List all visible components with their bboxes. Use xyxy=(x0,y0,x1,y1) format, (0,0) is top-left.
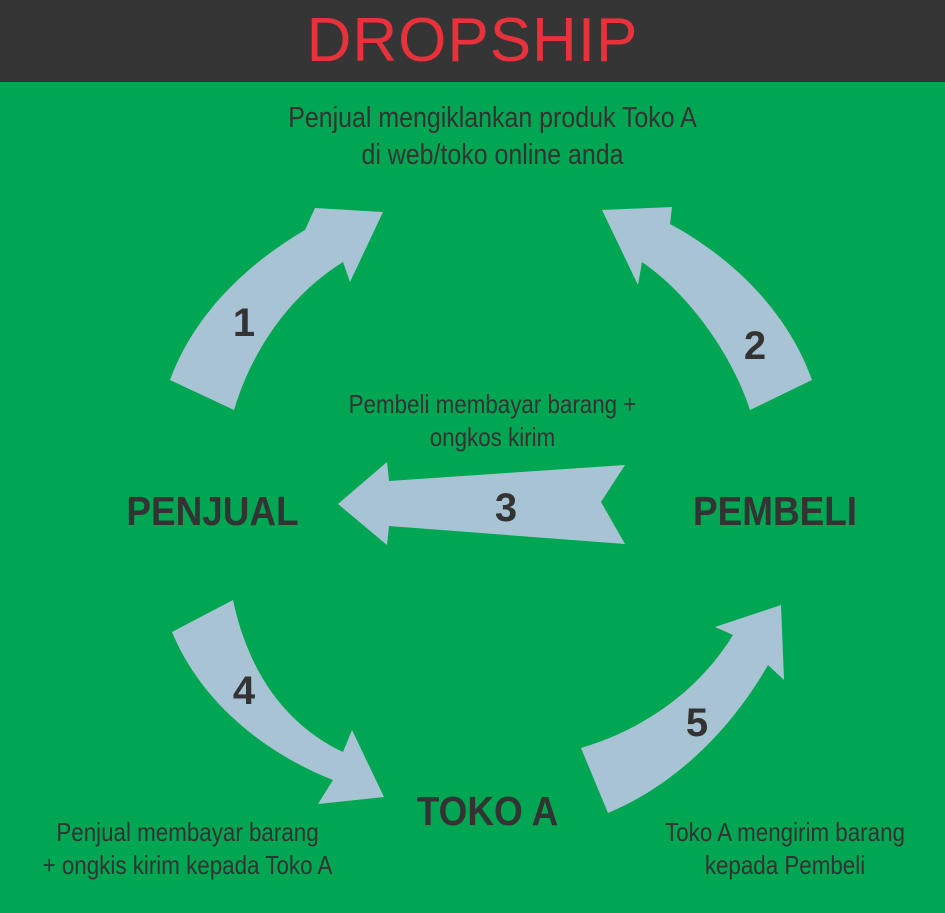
top-caption: Penjual mengiklankan produk Toko A di we… xyxy=(275,100,709,174)
top-caption-line-1: Penjual mengiklankan produk Toko A xyxy=(288,102,697,134)
step-number-5: 5 xyxy=(685,701,709,745)
arrow-step-2 xyxy=(602,207,812,410)
title-bar: DROPSHIP xyxy=(0,0,945,82)
step-number-3: 3 xyxy=(494,486,518,530)
diagram-title: DROPSHIP xyxy=(306,6,639,75)
arrow-step-1 xyxy=(170,208,383,410)
step-number-1: 1 xyxy=(232,301,256,345)
party-pembeli: PEMBELI xyxy=(692,488,858,534)
arrow-step-3 xyxy=(338,462,625,545)
step-number-4: 4 xyxy=(232,669,256,713)
bottom-left-caption-line-2: + ongkis kirim kepada Toko A xyxy=(42,850,333,880)
step-number-2: 2 xyxy=(743,324,767,368)
arrow-step-4 xyxy=(172,600,384,804)
bottom-right-caption-line-2: kepada Pembeli xyxy=(704,850,866,880)
bottom-left-caption-line-1: Penjual membayar barang xyxy=(56,817,319,847)
bottom-left-caption: Penjual membayar barang + ongkis kirim k… xyxy=(35,816,340,882)
middle-caption: Pembeli membayar barang + ongkos kirim xyxy=(327,388,658,454)
arrow-step-5 xyxy=(581,605,784,813)
bottom-right-caption: Toko A mengirim barang kepada Pembeli xyxy=(652,816,919,882)
bottom-right-caption-line-1: Toko A mengirim barang xyxy=(665,817,905,847)
top-caption-line-2: di web/toko online anda xyxy=(361,139,624,171)
party-toko-a: TOKO A xyxy=(416,788,559,834)
party-penjual: PENJUAL xyxy=(126,488,299,534)
middle-caption-line-2: ongkos kirim xyxy=(429,422,556,452)
middle-caption-line-1: Pembeli membayar barang + xyxy=(348,389,637,419)
